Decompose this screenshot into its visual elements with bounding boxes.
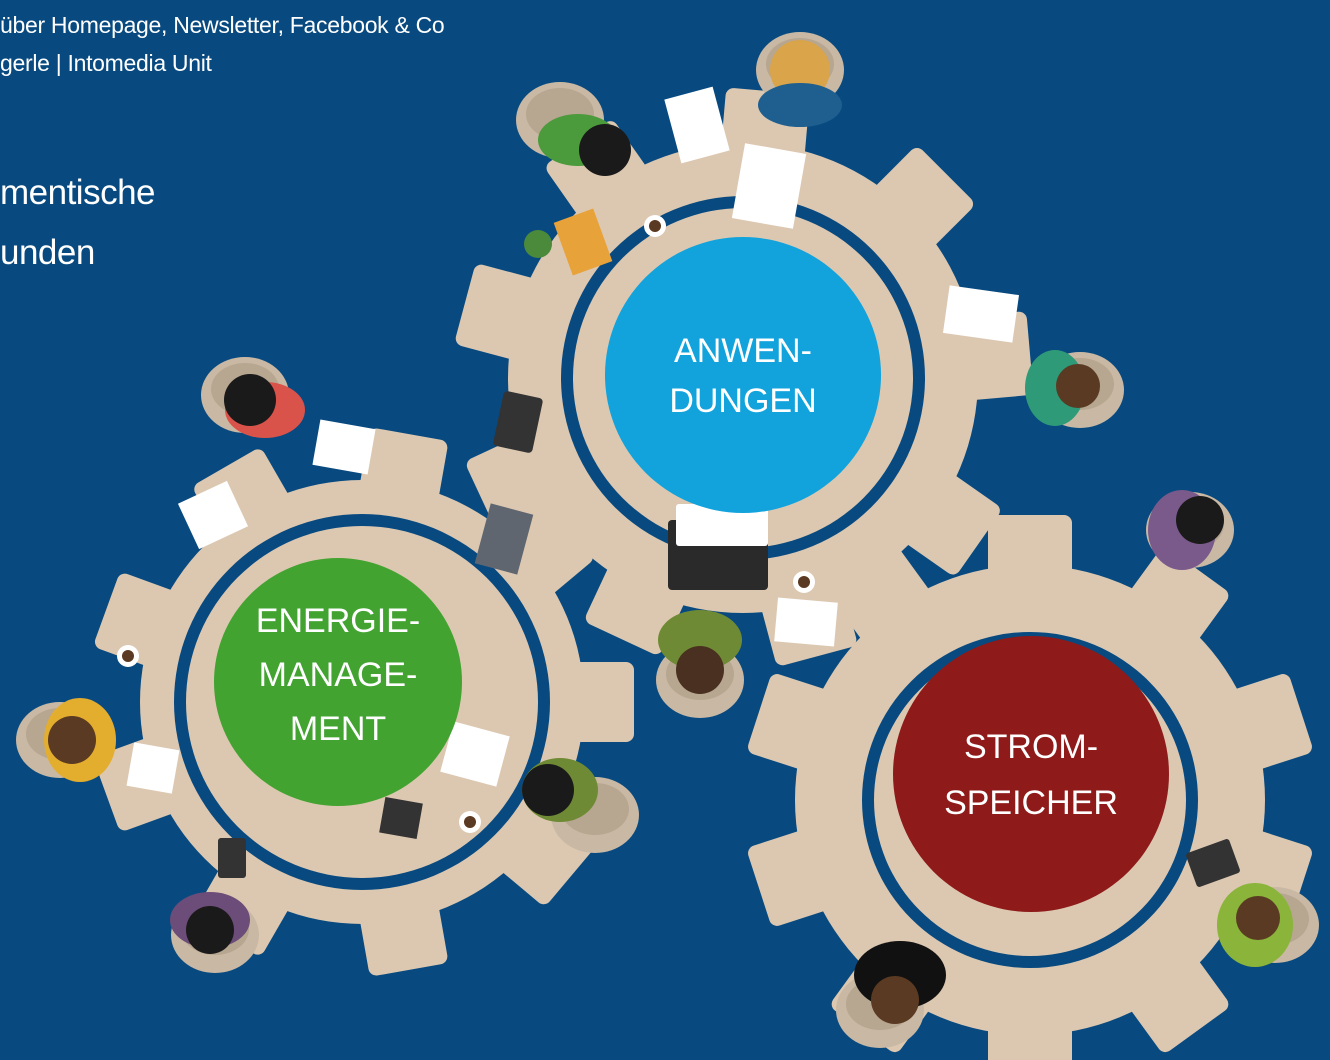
hub-energiemanagement <box>214 558 462 806</box>
hub-stromspeicher <box>893 636 1169 912</box>
desk-items <box>117 86 1240 887</box>
hub-anwendungen-label-1: ANWEN- <box>674 332 812 370</box>
hub-energie-label-1: ENERGIE- <box>256 602 420 640</box>
hub-anwendungen <box>605 237 881 513</box>
subtitle-line: über Homepage, Newsletter, Facebook & Co <box>0 12 445 38</box>
hub-energie-label-2: MANAGE- <box>259 656 418 694</box>
hub-strom-label-2: SPEICHER <box>944 784 1118 822</box>
hub-strom-label-1: STROM- <box>964 728 1098 766</box>
people-around-gears <box>16 32 1319 1048</box>
hub-energie-label-3: MENT <box>290 710 386 748</box>
heading-line-1: mentische <box>0 173 156 212</box>
heading-line-2: unden <box>0 233 95 272</box>
hub-anwendungen-label-2: DUNGEN <box>669 382 816 420</box>
author-line: gerle | Intomedia Unit <box>0 50 212 76</box>
